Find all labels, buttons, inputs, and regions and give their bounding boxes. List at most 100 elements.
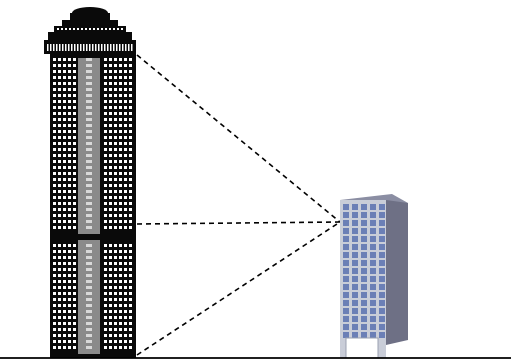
tall-window xyxy=(119,202,122,205)
tall-window xyxy=(119,274,122,277)
tall-window xyxy=(73,112,76,115)
short-window xyxy=(361,332,367,338)
tall-window xyxy=(63,226,66,229)
tall-window xyxy=(114,268,117,271)
tall-window xyxy=(68,250,71,253)
tall-window xyxy=(114,160,117,163)
short-window xyxy=(352,252,358,258)
tall-window xyxy=(119,340,122,343)
core-window xyxy=(86,316,92,319)
crown-stripe xyxy=(105,28,107,30)
tall-window xyxy=(63,106,66,109)
tall-window xyxy=(114,340,117,343)
tall-window xyxy=(124,334,127,337)
tall-window xyxy=(63,136,66,139)
short-window xyxy=(343,268,349,274)
tall-window xyxy=(73,310,76,313)
core-window xyxy=(86,262,92,265)
short-window xyxy=(370,324,376,330)
crown-stripe xyxy=(131,44,133,51)
tall-window xyxy=(114,214,117,217)
tall-window xyxy=(68,88,71,91)
tall-window xyxy=(129,250,132,253)
tall-window xyxy=(129,136,132,139)
tall-window xyxy=(73,346,76,349)
crown-stripe xyxy=(47,44,49,51)
tall-window xyxy=(119,142,122,145)
tall-window xyxy=(53,286,56,289)
short-window xyxy=(352,268,358,274)
tall-window xyxy=(129,148,132,151)
tall-window xyxy=(104,118,107,121)
short-window xyxy=(343,292,349,298)
tall-window xyxy=(68,82,71,85)
tall-window xyxy=(53,154,56,157)
tall-window xyxy=(68,58,71,61)
crown-stripe xyxy=(57,28,59,30)
core-window xyxy=(86,184,92,187)
tall-window xyxy=(114,220,117,223)
tall-window xyxy=(119,148,122,151)
tall-window xyxy=(104,172,107,175)
core-window xyxy=(86,346,92,349)
tall-window xyxy=(68,142,71,145)
tall-window xyxy=(114,346,117,349)
tall-window xyxy=(104,220,107,223)
tall-window xyxy=(119,88,122,91)
tall-window xyxy=(63,70,66,73)
tall-window xyxy=(63,190,66,193)
tall-window xyxy=(104,160,107,163)
tall-window xyxy=(109,70,112,73)
tall-window xyxy=(124,142,127,145)
tall-window xyxy=(109,94,112,97)
core-window xyxy=(86,142,92,145)
tall-window xyxy=(104,94,107,97)
tall-window xyxy=(68,322,71,325)
tall-window xyxy=(129,64,132,67)
tall-window xyxy=(114,298,117,301)
tall-window xyxy=(68,94,71,97)
short-window xyxy=(343,244,349,250)
short-window xyxy=(343,252,349,258)
tall-window xyxy=(114,76,117,79)
tall-window xyxy=(119,124,122,127)
tall-window xyxy=(53,190,56,193)
tall-window xyxy=(53,118,56,121)
tall-window xyxy=(124,118,127,121)
tall-window xyxy=(68,160,71,163)
tall-window xyxy=(73,202,76,205)
tall-window xyxy=(63,76,66,79)
tall-window xyxy=(104,190,107,193)
tall-window xyxy=(114,304,117,307)
tall-window xyxy=(73,64,76,67)
tall-window xyxy=(124,106,127,109)
tall-window xyxy=(68,208,71,211)
tall-window xyxy=(68,70,71,73)
tall-window xyxy=(129,76,132,79)
short-window xyxy=(352,316,358,322)
short-building xyxy=(340,194,408,358)
short-window xyxy=(352,212,358,218)
tall-window xyxy=(119,220,122,223)
tall-window xyxy=(63,310,66,313)
tall-window xyxy=(104,70,107,73)
tall-window xyxy=(109,328,112,331)
tall-window xyxy=(119,250,122,253)
short-window xyxy=(370,244,376,250)
short-window xyxy=(343,300,349,306)
tall-window xyxy=(73,250,76,253)
tall-window xyxy=(124,328,127,331)
tall-window xyxy=(129,70,132,73)
tall-window xyxy=(104,346,107,349)
crown-stripe xyxy=(128,44,130,51)
crown-stripe xyxy=(74,44,76,51)
tall-window xyxy=(129,262,132,265)
short-window xyxy=(343,332,349,338)
tall-window xyxy=(119,154,122,157)
tall-window xyxy=(109,124,112,127)
tall-window xyxy=(114,322,117,325)
tall-window xyxy=(58,280,61,283)
short-window xyxy=(370,268,376,274)
tall-window xyxy=(124,322,127,325)
tall-window xyxy=(109,304,112,307)
